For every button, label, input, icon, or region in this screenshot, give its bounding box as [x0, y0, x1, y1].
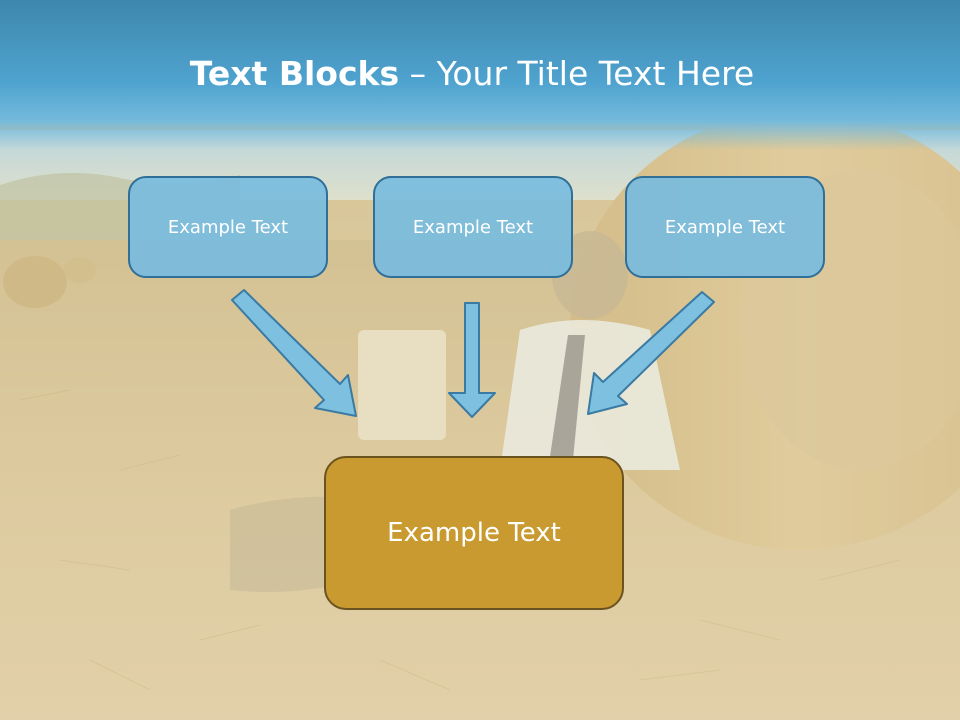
text-block-center-label: Example Text [412, 216, 534, 238]
text-block-main-label: Example Text [387, 518, 561, 548]
arrow-right [587, 291, 715, 415]
title-rest: – Your Title Text Here [399, 54, 755, 93]
slide-title: Text Blocks – Your Title Text Here [0, 52, 944, 96]
arrow-left [231, 289, 357, 417]
text-block-left-label: Example Text [167, 216, 289, 238]
arrow-center [448, 302, 496, 418]
text-block-right[interactable]: Example Text [625, 176, 825, 278]
text-block-main[interactable]: Example Text [324, 456, 624, 610]
text-block-center[interactable]: Example Text [373, 176, 573, 278]
title-bold: Text Blocks [189, 54, 400, 93]
title-band [0, 0, 960, 150]
text-block-right-label: Example Text [664, 216, 786, 238]
text-block-left[interactable]: Example Text [128, 176, 328, 278]
